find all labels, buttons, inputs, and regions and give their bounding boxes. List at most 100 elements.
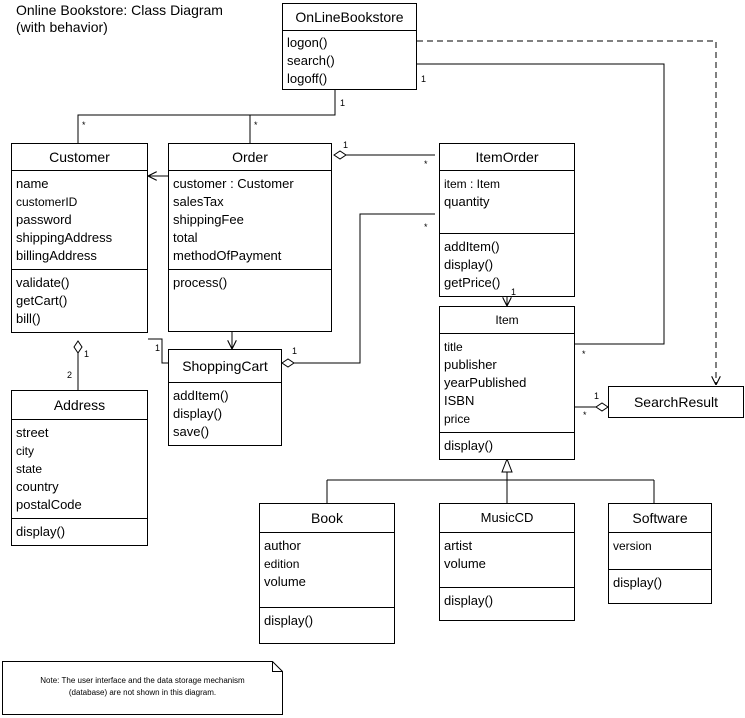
class-item: Item title publisher yearPublished ISBN … (439, 306, 575, 460)
attribute: edition (264, 557, 300, 571)
attributes-section: title publisher yearPublished ISBN price (440, 334, 574, 433)
operation: display() (444, 438, 494, 453)
class-name: ShoppingCart (169, 350, 281, 383)
attribute: customerID (16, 195, 78, 209)
operation: save() (173, 424, 210, 439)
attribute: total (173, 230, 198, 245)
class-name: Book (260, 504, 394, 533)
operations-section: display() (12, 519, 147, 545)
attribute: name (16, 176, 49, 191)
multiplicity-label: 1 (292, 346, 298, 356)
attribute: yearPublished (444, 375, 527, 390)
attribute: salesTax (173, 194, 224, 209)
multiplicity-label: * (424, 222, 428, 232)
attribute: author (264, 538, 301, 553)
multiplicity-label: 1 (84, 349, 90, 359)
multiplicity-label: * (424, 159, 428, 169)
operations-section: logon() search() logoff() (283, 31, 416, 89)
class-name: Item (440, 307, 574, 334)
class-music-cd: MusicCD artist volume display() (439, 503, 575, 621)
class-search-result: SearchResult (608, 386, 744, 418)
operation: logon() (287, 35, 328, 50)
multiplicity-label: 1 (421, 74, 427, 84)
attributes-section: version (609, 533, 711, 570)
operation: display() (444, 257, 494, 272)
class-name: SearchResult (633, 394, 719, 410)
operation: display() (264, 613, 314, 628)
attribute: title (444, 340, 463, 354)
class-name: MusicCD (440, 504, 574, 533)
multiplicity-label: 1 (511, 287, 517, 297)
attribute: volume (444, 556, 486, 571)
operation: process() (173, 275, 228, 290)
operation: display() (444, 593, 494, 608)
association-bookstore-customer-order (77, 88, 336, 143)
class-customer: Customer name customerID password shippi… (11, 143, 148, 333)
multiplicity-label: 1 (343, 140, 349, 150)
operation: validate() (16, 275, 70, 290)
aggregation-diamond-cart (281, 358, 295, 368)
operations-section: addItem() display() getPrice() (440, 234, 574, 296)
class-item-order: ItemOrder item : Item quantity addItem()… (439, 143, 575, 297)
multiplicity-label: 1 (340, 98, 346, 108)
class-name: Order (169, 144, 331, 171)
multiplicity-label: 1 (594, 391, 600, 401)
attribute: state (16, 462, 43, 476)
generalization-triangle (501, 457, 513, 473)
attributes-section: item : Item quantity (440, 171, 574, 234)
attribute: quantity (444, 194, 490, 209)
attribute: street (16, 425, 49, 440)
class-online-bookstore: OnLineBookstore logon() search() logoff(… (282, 3, 417, 90)
operation: display() (613, 575, 663, 590)
class-name: ItemOrder (440, 144, 574, 171)
aggregation-diamond-searchresult (595, 402, 609, 412)
attribute: customer : Customer (173, 176, 294, 191)
attribute: item : Item (444, 177, 501, 191)
operation: display() (173, 406, 223, 421)
association-customer-cart (148, 338, 168, 364)
operation: addItem() (173, 388, 229, 403)
attribute: shippingAddress (16, 230, 113, 245)
aggregation-diamond-order (333, 150, 347, 160)
class-order: Order customer : Customer salesTax shipp… (168, 143, 332, 332)
attribute: billingAddress (16, 248, 97, 263)
operation: bill() (16, 311, 41, 326)
operations-section: display() (609, 570, 711, 596)
attributes-section: name customerID password shippingAddress… (12, 171, 147, 270)
class-name: OnLineBookstore (283, 4, 416, 31)
attribute: artist (444, 538, 473, 553)
attribute: country (16, 479, 59, 494)
diagram-subtitle: (with behavior) (16, 19, 108, 35)
operations-section: process() (169, 270, 331, 331)
multiplicity-label: * (583, 410, 587, 420)
aggregation-itemorder-cart (294, 213, 435, 364)
attributes-section: street city state country postalCode (12, 420, 147, 519)
operation: addItem() (444, 239, 500, 254)
attribute: shippingFee (173, 212, 244, 227)
multiplicity-label: 2 (67, 370, 73, 380)
attribute: publisher (444, 357, 497, 372)
class-address: Address street city state country postal… (11, 390, 148, 546)
class-name: Address (12, 391, 147, 420)
attributes-section: author edition volume (260, 533, 394, 608)
class-shopping-cart: ShoppingCart addItem() display() save() (168, 349, 282, 446)
note-text: Note: The user interface and the data st… (40, 676, 245, 697)
operations-section: validate() getCart() bill() (12, 270, 147, 332)
operations-section: display() (440, 588, 574, 614)
operations-section: addItem() display() save() (169, 383, 281, 445)
operations-section: display() (260, 608, 394, 634)
operation: logoff() (287, 71, 328, 86)
operation: display() (16, 524, 66, 539)
attribute: volume (264, 574, 306, 589)
attribute: postalCode (16, 497, 82, 512)
note-shape (2, 661, 283, 715)
attribute: password (16, 212, 72, 227)
multiplicity-label: * (82, 120, 86, 130)
aggregation-diamond-address (73, 340, 83, 354)
multiplicity-label: * (254, 120, 258, 130)
diagram-note: Note: The user interface and the data st… (2, 661, 283, 715)
operation: getPrice() (444, 275, 501, 290)
attribute: methodOfPayment (173, 248, 282, 263)
attribute: price (444, 412, 471, 426)
